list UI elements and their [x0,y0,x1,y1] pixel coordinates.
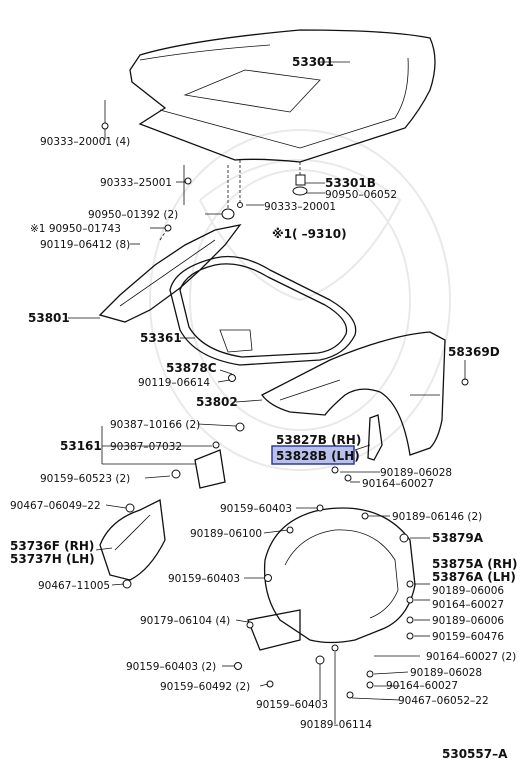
fender-apron [98,224,242,323]
label-90159-60492: 90159–60492 (2) [160,681,250,693]
label-90159-60476: 90159–60476 [432,631,504,643]
hood-seal [169,255,357,366]
label-90159-60403b: 90159–60403 [168,573,240,585]
label-53361: 53361 [140,331,182,345]
label-90950-01392: 90950–01392 (2) [88,209,178,221]
label-53827b: 53827B (RH) [276,433,361,447]
label-90467-06052: 90467–06052–22 [398,695,489,707]
label-53876a: 53876A (LH) [432,570,516,584]
label-90333-20001-4: 90333–20001 (4) [40,136,130,148]
diagram-code: 530557–A [442,747,508,761]
label-90189-06006b: 90189–06006 [432,615,504,627]
label-53828b: 53828B (LH) [276,449,360,463]
label-53301b: 53301B [325,176,376,190]
label-90189-06114: 90189–06114 [300,719,372,731]
liner-fasteners [228,374,469,699]
label-90179-06104: 90179–06104 (4) [140,615,230,627]
label-90159-60403d: 90159–60403 [256,699,328,711]
label-90189-06146: 90189–06146 (2) [392,511,482,523]
label-90164-60027a: 90164–60027 [362,478,434,490]
label-90119-06614: 90119–06614 [138,377,210,389]
label-90467-06049: 90467–06049–22 [10,500,101,512]
label-90164-60027d: 90164–60027 [386,680,458,692]
label-90189-06006a: 90189–06006 [432,585,504,597]
highlight-box [271,445,355,465]
label-90159-60403c: 90159–60403 (2) [126,661,216,673]
leader-lines [68,61,466,724]
label-90164-60027b: 90164–60027 [432,599,504,611]
label-90159-60523: 90159–60523 (2) [40,473,130,485]
label-90189-06028a: 90189–06028 [380,467,452,479]
label-53875a: 53875A (RH) [432,557,517,571]
label-90164-60027c: 90164–60027 (2) [426,651,516,663]
label-53736f: 53736F (RH) [10,539,94,553]
front-fender [261,331,446,456]
label-53802: 53802 [196,395,238,409]
label-53878c: 53878C [166,361,217,375]
label-90333-25001: 90333–25001 [100,177,172,189]
label-note-1: ※1( –9310) [272,227,347,241]
label-90387-07032: 90387–07032 [110,441,182,453]
side-bracket [171,422,245,489]
fender-liner [247,507,416,651]
label-53301: 53301 [292,55,334,69]
label-58369d: 58369D [448,345,500,359]
part-labels: 53301 90333–20001 (4) 90333–25001 53301B… [10,55,517,761]
hood-fasteners [101,100,308,220]
splash-shield [99,499,166,589]
label-90189-06028b: 90189–06028 [410,667,482,679]
label-90467-11005: 90467–11005 [38,580,110,592]
label-90950-01743: ※1 90950–01743 [30,223,121,235]
fender-bracket [367,414,383,461]
label-53161: 53161 [60,439,102,453]
label-90189-06100: 90189–06100 [190,528,262,540]
label-90119-06412: 90119–06412 (8) [40,239,130,251]
hood-panel [129,29,436,163]
label-53737h: 53737H (LH) [10,552,95,566]
label-90387-10166: 90387–10166 (2) [110,419,200,431]
label-90159-60403a: 90159–60403 [220,503,292,515]
label-53801: 53801 [28,311,70,325]
label-90333-20001: 90333–20001 [264,201,336,213]
label-90950-06052: 90950–06052 [325,189,397,201]
label-53879a: 53879A [432,531,484,545]
